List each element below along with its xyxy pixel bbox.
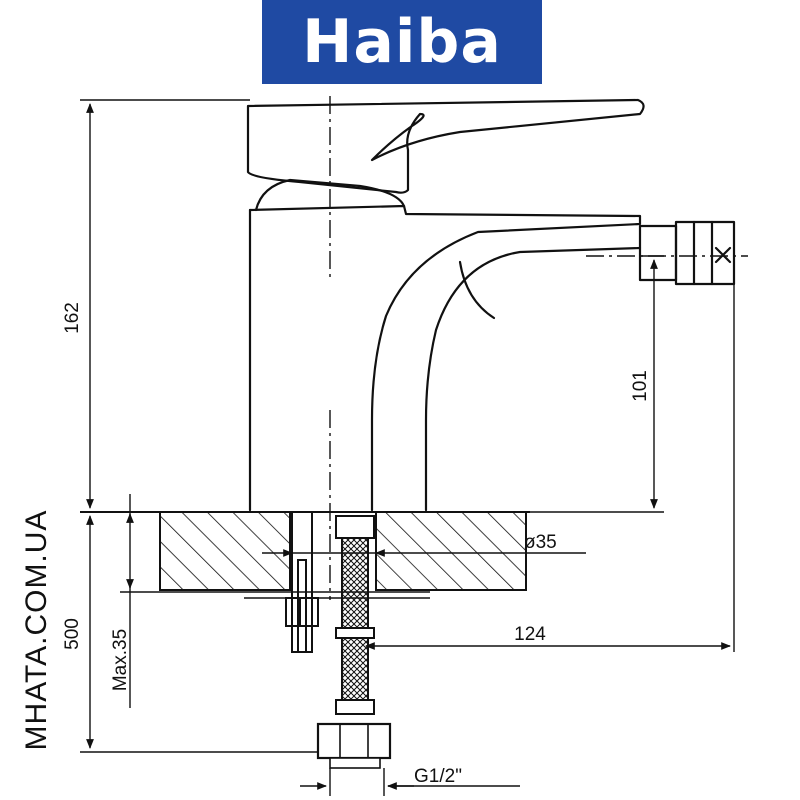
dim-162-label: 162 — [62, 302, 83, 334]
dim-thread-label: G1/2" — [414, 766, 462, 787]
handle-lever — [246, 98, 645, 194]
dim-diameter-label: ø35 — [524, 532, 557, 553]
body-collar — [254, 178, 406, 212]
dim-101-label: 101 — [630, 370, 651, 402]
faucet-spout — [424, 246, 642, 512]
aerator-nozzle — [638, 224, 678, 282]
watermark-text: MHATA.COM.UA — [20, 510, 53, 751]
brand-name: Haiba — [302, 7, 502, 77]
flexible-hose — [316, 515, 392, 769]
dim-124-label: 124 — [514, 624, 546, 645]
dim-500-label: 500 — [62, 618, 83, 650]
brand-logo: Haiba — [262, 0, 542, 84]
mounting-stud — [285, 511, 319, 653]
dim-max35-label: Max.35 — [110, 629, 131, 691]
